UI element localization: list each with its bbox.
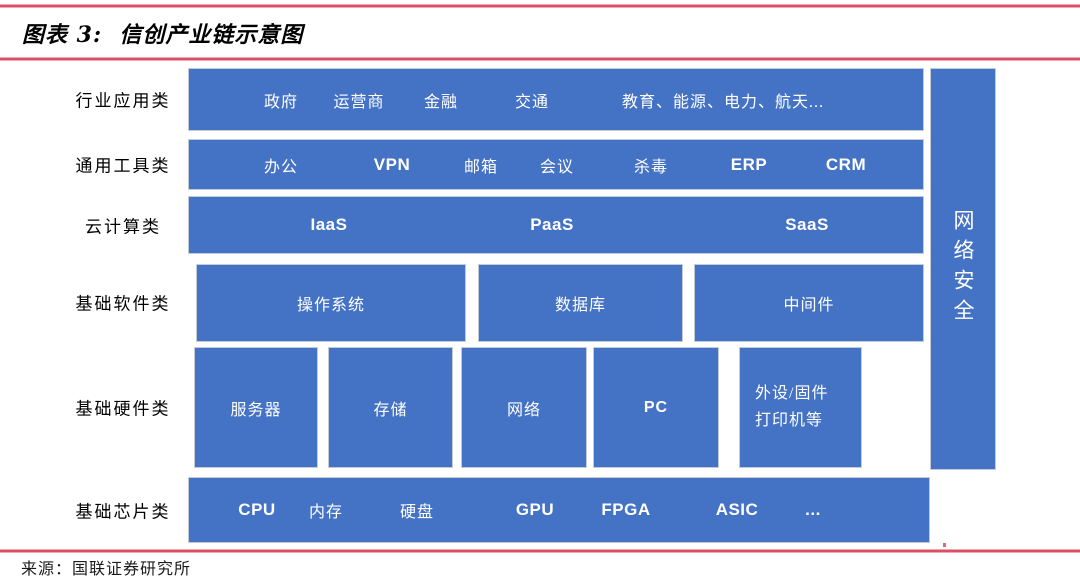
item-cpu: CPU <box>238 500 276 519</box>
box-operating-system: 操作系统 <box>196 264 466 342</box>
item-transportation: 交通 <box>514 93 550 111</box>
box-middleware-label: 中间件 <box>783 297 835 314</box>
item-gpu: GPU <box>515 500 555 519</box>
box-network-label: 网络 <box>506 401 541 419</box>
network-security-label: 网络安全 <box>951 209 975 329</box>
item-ellipsis: ... <box>805 500 821 519</box>
item-memory: 内存 <box>308 504 344 521</box>
source-attribution: 来源：国联证券研究所 <box>21 561 192 578</box>
item-finance: 金融 <box>423 93 459 111</box>
box-server: 服务器 <box>194 347 318 468</box>
bottom-rule <box>0 549 1080 553</box>
item-vpn: VPN <box>373 154 411 174</box>
item-crm: CRM <box>825 154 867 174</box>
item-telecom-operators: 运营商 <box>333 93 385 111</box>
item-education-energy-power-aerospace: 教育、能源、电力、航天... <box>621 93 825 111</box>
title-underline-rule <box>0 57 1080 61</box>
row-label-basic-software: 基础软件类 <box>75 294 171 314</box>
top-rule <box>0 4 1080 8</box>
bar-cloud-computing: IaaS PaaS SaaS <box>188 196 924 254</box>
bar-general-tools: 办公 VPN 邮箱 会议 杀毒 ERP CRM <box>188 139 924 190</box>
bar-industry-applications: 政府 运营商 金融 交通 教育、能源、电力、航天... <box>188 68 924 131</box>
item-asic: ASIC <box>715 500 759 519</box>
box-peripherals-line2: 打印机等 <box>755 411 824 429</box>
bar-basic-chips: CPU 内存 硬盘 GPU FPGA ASIC ... <box>188 477 930 543</box>
box-middleware: 中间件 <box>694 264 924 342</box>
box-peripherals-line1: 外设/固件 <box>755 385 829 403</box>
figure-title: 图表 3: 信创产业链示意图 <box>22 22 304 48</box>
box-pc-label: PC <box>643 398 669 416</box>
row-label-general-tools: 通用工具类 <box>75 156 171 176</box>
box-operating-system-label: 操作系统 <box>296 297 365 314</box>
item-hard-disk: 硬盘 <box>399 504 435 521</box>
row-label-basic-chips: 基础芯片类 <box>75 502 171 522</box>
item-office: 办公 <box>263 158 299 176</box>
item-antivirus: 杀毒 <box>633 158 669 176</box>
item-iaas: IaaS <box>310 215 348 234</box>
item-saas: SaaS <box>785 215 829 234</box>
box-server-label: 服务器 <box>230 401 282 419</box>
item-government: 政府 <box>263 93 299 111</box>
item-email: 邮箱 <box>463 158 499 176</box>
item-paas: PaaS <box>530 215 574 234</box>
red-speck-artifact <box>943 543 946 547</box>
box-pc: PC <box>593 347 719 468</box>
item-fpga: FPGA <box>601 500 651 519</box>
network-security-bar: 网络安全 <box>930 68 996 470</box>
box-storage-label: 存储 <box>373 401 408 419</box>
row-label-cloud-computing: 云计算类 <box>85 217 161 237</box>
row-label-basic-hardware: 基础硬件类 <box>75 399 171 419</box>
box-network: 网络 <box>461 347 587 468</box>
box-database: 数据库 <box>478 264 683 342</box>
box-peripherals-firmware-printers: 外设/固件 打印机等 <box>739 347 862 468</box>
item-erp: ERP <box>730 154 768 174</box>
box-storage: 存储 <box>328 347 453 468</box>
row-label-industry-applications: 行业应用类 <box>75 91 171 111</box>
item-meeting: 会议 <box>539 158 575 176</box>
box-database-label: 数据库 <box>554 297 606 314</box>
